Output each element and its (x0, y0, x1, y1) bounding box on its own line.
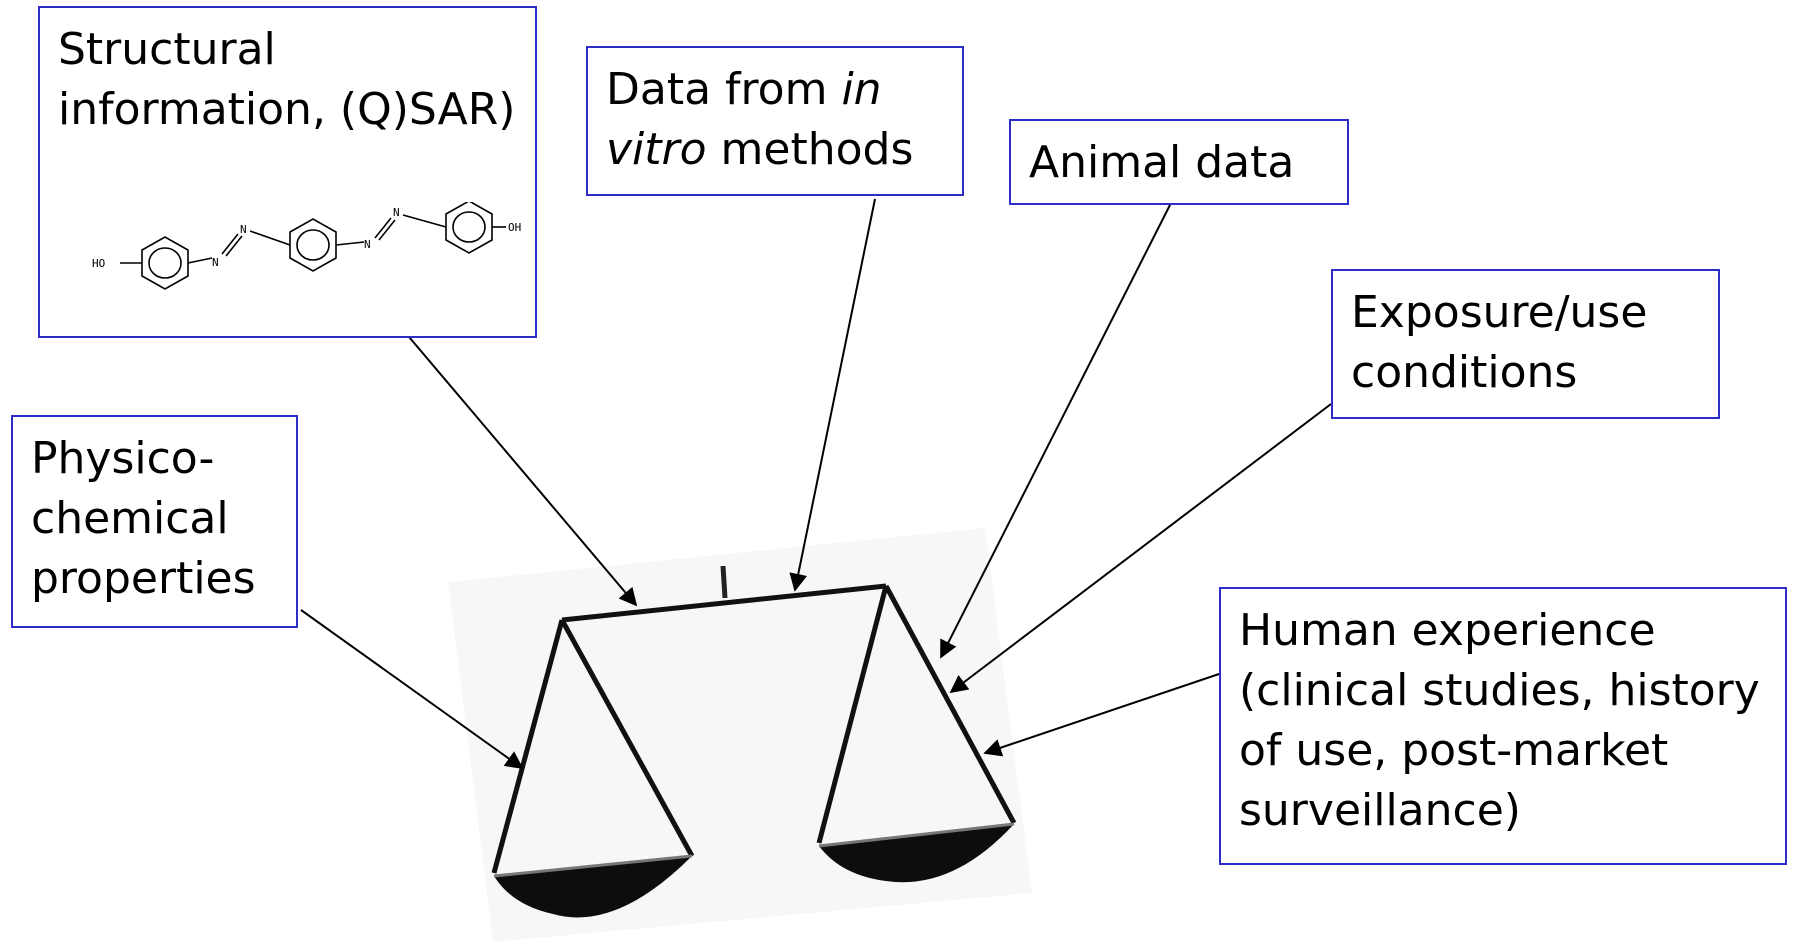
chemical-structure-icon: HO N N N N OH (92, 202, 521, 290)
structural-title-line-1: Structural (58, 24, 276, 75)
human-line-4: surveillance) (1239, 785, 1521, 836)
scale-left-pan-rim (493, 854, 693, 878)
exposure-conditions-box: Exposure/use conditions (1331, 269, 1720, 419)
hydroxyl-right-label: OH (508, 221, 521, 234)
scale-right-string-b (883, 584, 1017, 825)
scale-right-pan-rim (818, 822, 1015, 848)
human-line-2: (clinical studies, history (1239, 665, 1760, 716)
in-vitro-line-1: Data from in (606, 60, 944, 120)
scale-beam (561, 583, 887, 623)
exposure-line-1: Exposure/use (1351, 287, 1648, 338)
arrow-human-to-scale (983, 673, 1220, 757)
benzene-ring-1 (141, 236, 189, 290)
human-line-3: of use, post-market (1239, 725, 1669, 776)
benzene-ring-3 (445, 202, 493, 254)
balance-scale-icon (448, 528, 1032, 942)
scale-left-string-b (559, 618, 695, 858)
scale-left-pan (494, 856, 692, 918)
azo-nitrogen-label-1: N (212, 256, 219, 269)
animal-data-box: Animal data (1009, 119, 1349, 205)
structural-information-box: Structural information, (Q)SAR) (38, 6, 537, 338)
physchem-line-1: Physico- (31, 433, 215, 484)
arrow-animal-to-scale (940, 200, 1173, 659)
exposure-line-2: conditions (1351, 347, 1578, 398)
hydroxyl-left-label: HO (92, 257, 105, 270)
animal-data-label: Animal data (1029, 137, 1295, 188)
in-vitro-line-2-italic: vitro (606, 124, 707, 175)
in-vitro-line-1-italic: in (841, 64, 882, 115)
physchem-line-3: properties (31, 553, 256, 604)
arrow-structural-to-scale (403, 330, 638, 607)
benzene-ring-2 (289, 218, 337, 272)
in-vitro-line-2-text: methods (706, 124, 914, 175)
in-vitro-line-1-text: Data from (606, 64, 842, 115)
scale-background (448, 528, 1032, 942)
arrow-physchem-to-scale (300, 609, 524, 770)
scale-post (720, 565, 728, 599)
in-vitro-data-box: Data from in vitro methods (586, 46, 964, 196)
arrow-invitro-to-scale (789, 198, 876, 592)
scale-right-string-a (816, 585, 889, 844)
scale-left-string-a (491, 619, 565, 874)
physchem-line-2: chemical (31, 493, 229, 544)
structural-title-line-2: information, (Q)SAR) (58, 84, 516, 135)
azo-nitrogen-label-3: N (364, 238, 371, 251)
azo-nitrogen-label-4: N (393, 206, 400, 219)
azo-nitrogen-label-2: N (240, 223, 247, 236)
in-vitro-line-2: vitro methods (606, 120, 944, 180)
scale-right-pan (819, 824, 1014, 883)
physico-chemical-properties-box: Physico- chemical properties (11, 415, 298, 628)
human-line-1: Human experience (1239, 605, 1656, 656)
human-experience-box: Human experience (clinical studies, hist… (1219, 587, 1787, 865)
